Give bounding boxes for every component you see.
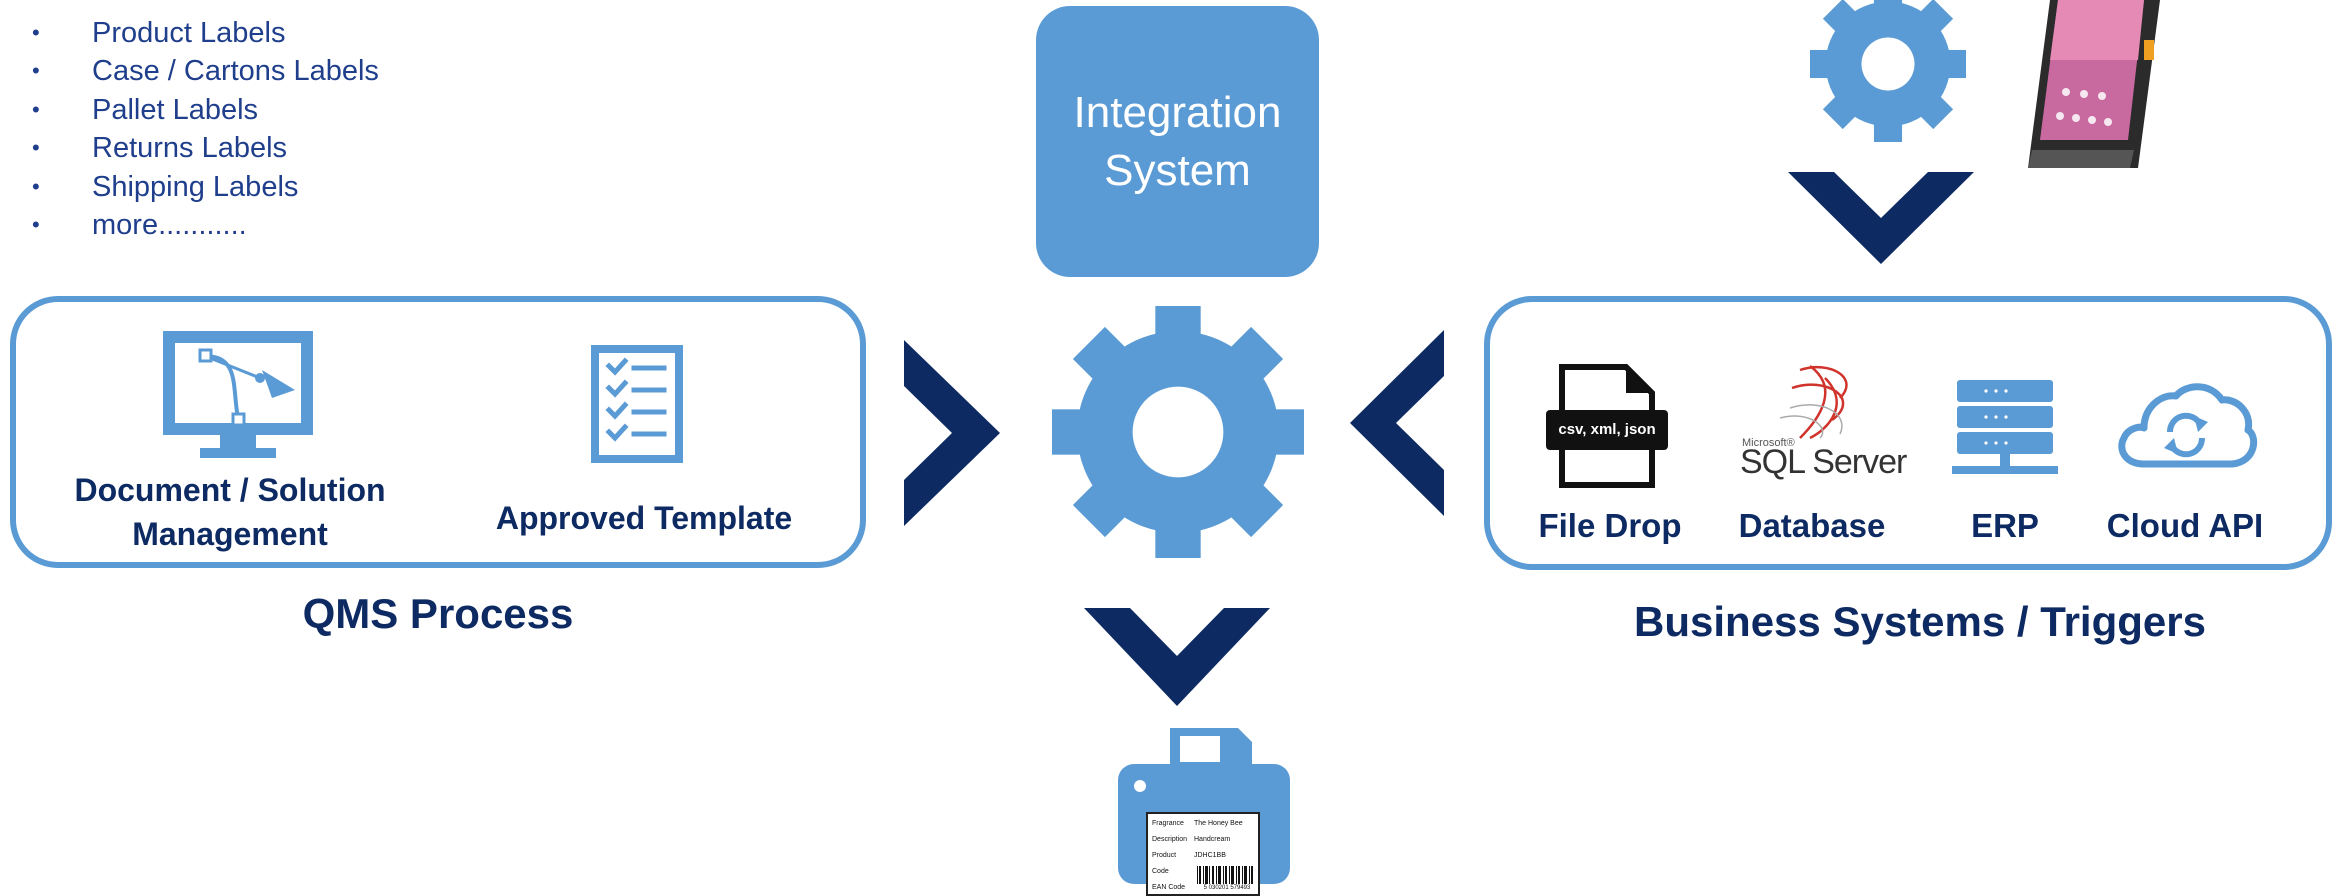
list-item: •Product Labels: [32, 17, 286, 49]
sql-server-logo-icon: [1779, 364, 1848, 440]
checklist-icon: [591, 345, 683, 463]
integration-title-line2: System: [1104, 145, 1251, 195]
barcode-icon: [1197, 866, 1253, 884]
file-document-icon: [1546, 364, 1668, 488]
gear-icon: [1052, 306, 1304, 558]
handheld-scanner-icon: [2028, 0, 2160, 168]
sql-server-text: SQL Server: [1740, 443, 1907, 481]
down-arrow-icon: [1788, 172, 1974, 264]
cloud-sync-icon: [2118, 383, 2258, 468]
database-label: Database: [1738, 507, 1886, 544]
qms-panel: [10, 296, 866, 568]
list-item: •Case / Cartons Labels: [32, 55, 379, 88]
document-management-label: Document / Solution Management: [74, 472, 386, 552]
sql-brand-text: Microsoft®: [1742, 437, 1795, 449]
cloud-api-label: Cloud API: [2106, 507, 2264, 544]
erp-label: ERP: [1971, 507, 2039, 544]
monitor-design-icon: [163, 331, 313, 458]
integration-title-line1: Integration: [1073, 87, 1282, 137]
server-stack-icon: [1952, 380, 2058, 474]
list-item: •Shipping Labels: [32, 170, 299, 203]
label-types-list: •Product Labels •Case / Cartons Labels •…: [32, 14, 379, 244]
left-arrow-icon: [1350, 330, 1444, 516]
list-item: •Returns Labels: [32, 132, 288, 165]
approved-template-label: Approved Template: [495, 500, 793, 536]
integration-system-box: Integration System: [1036, 6, 1319, 277]
list-item: •more...........: [32, 208, 247, 241]
label-row: EAN Code: [1152, 884, 1186, 891]
file-drop-label: File Drop: [1538, 507, 1682, 544]
qms-process-title: QMS Process: [302, 590, 574, 637]
down-arrow-icon: [1084, 608, 1270, 706]
barcode-digits: 5 030201 579493: [1203, 885, 1251, 891]
list-item: •Pallet Labels: [32, 93, 259, 126]
right-arrow-icon: [904, 340, 1000, 526]
file-format-badge: csv, xml, json: [1558, 421, 1656, 438]
business-systems-title: Business Systems / Triggers: [1634, 598, 2206, 645]
gear-icon: [1810, 0, 1966, 142]
